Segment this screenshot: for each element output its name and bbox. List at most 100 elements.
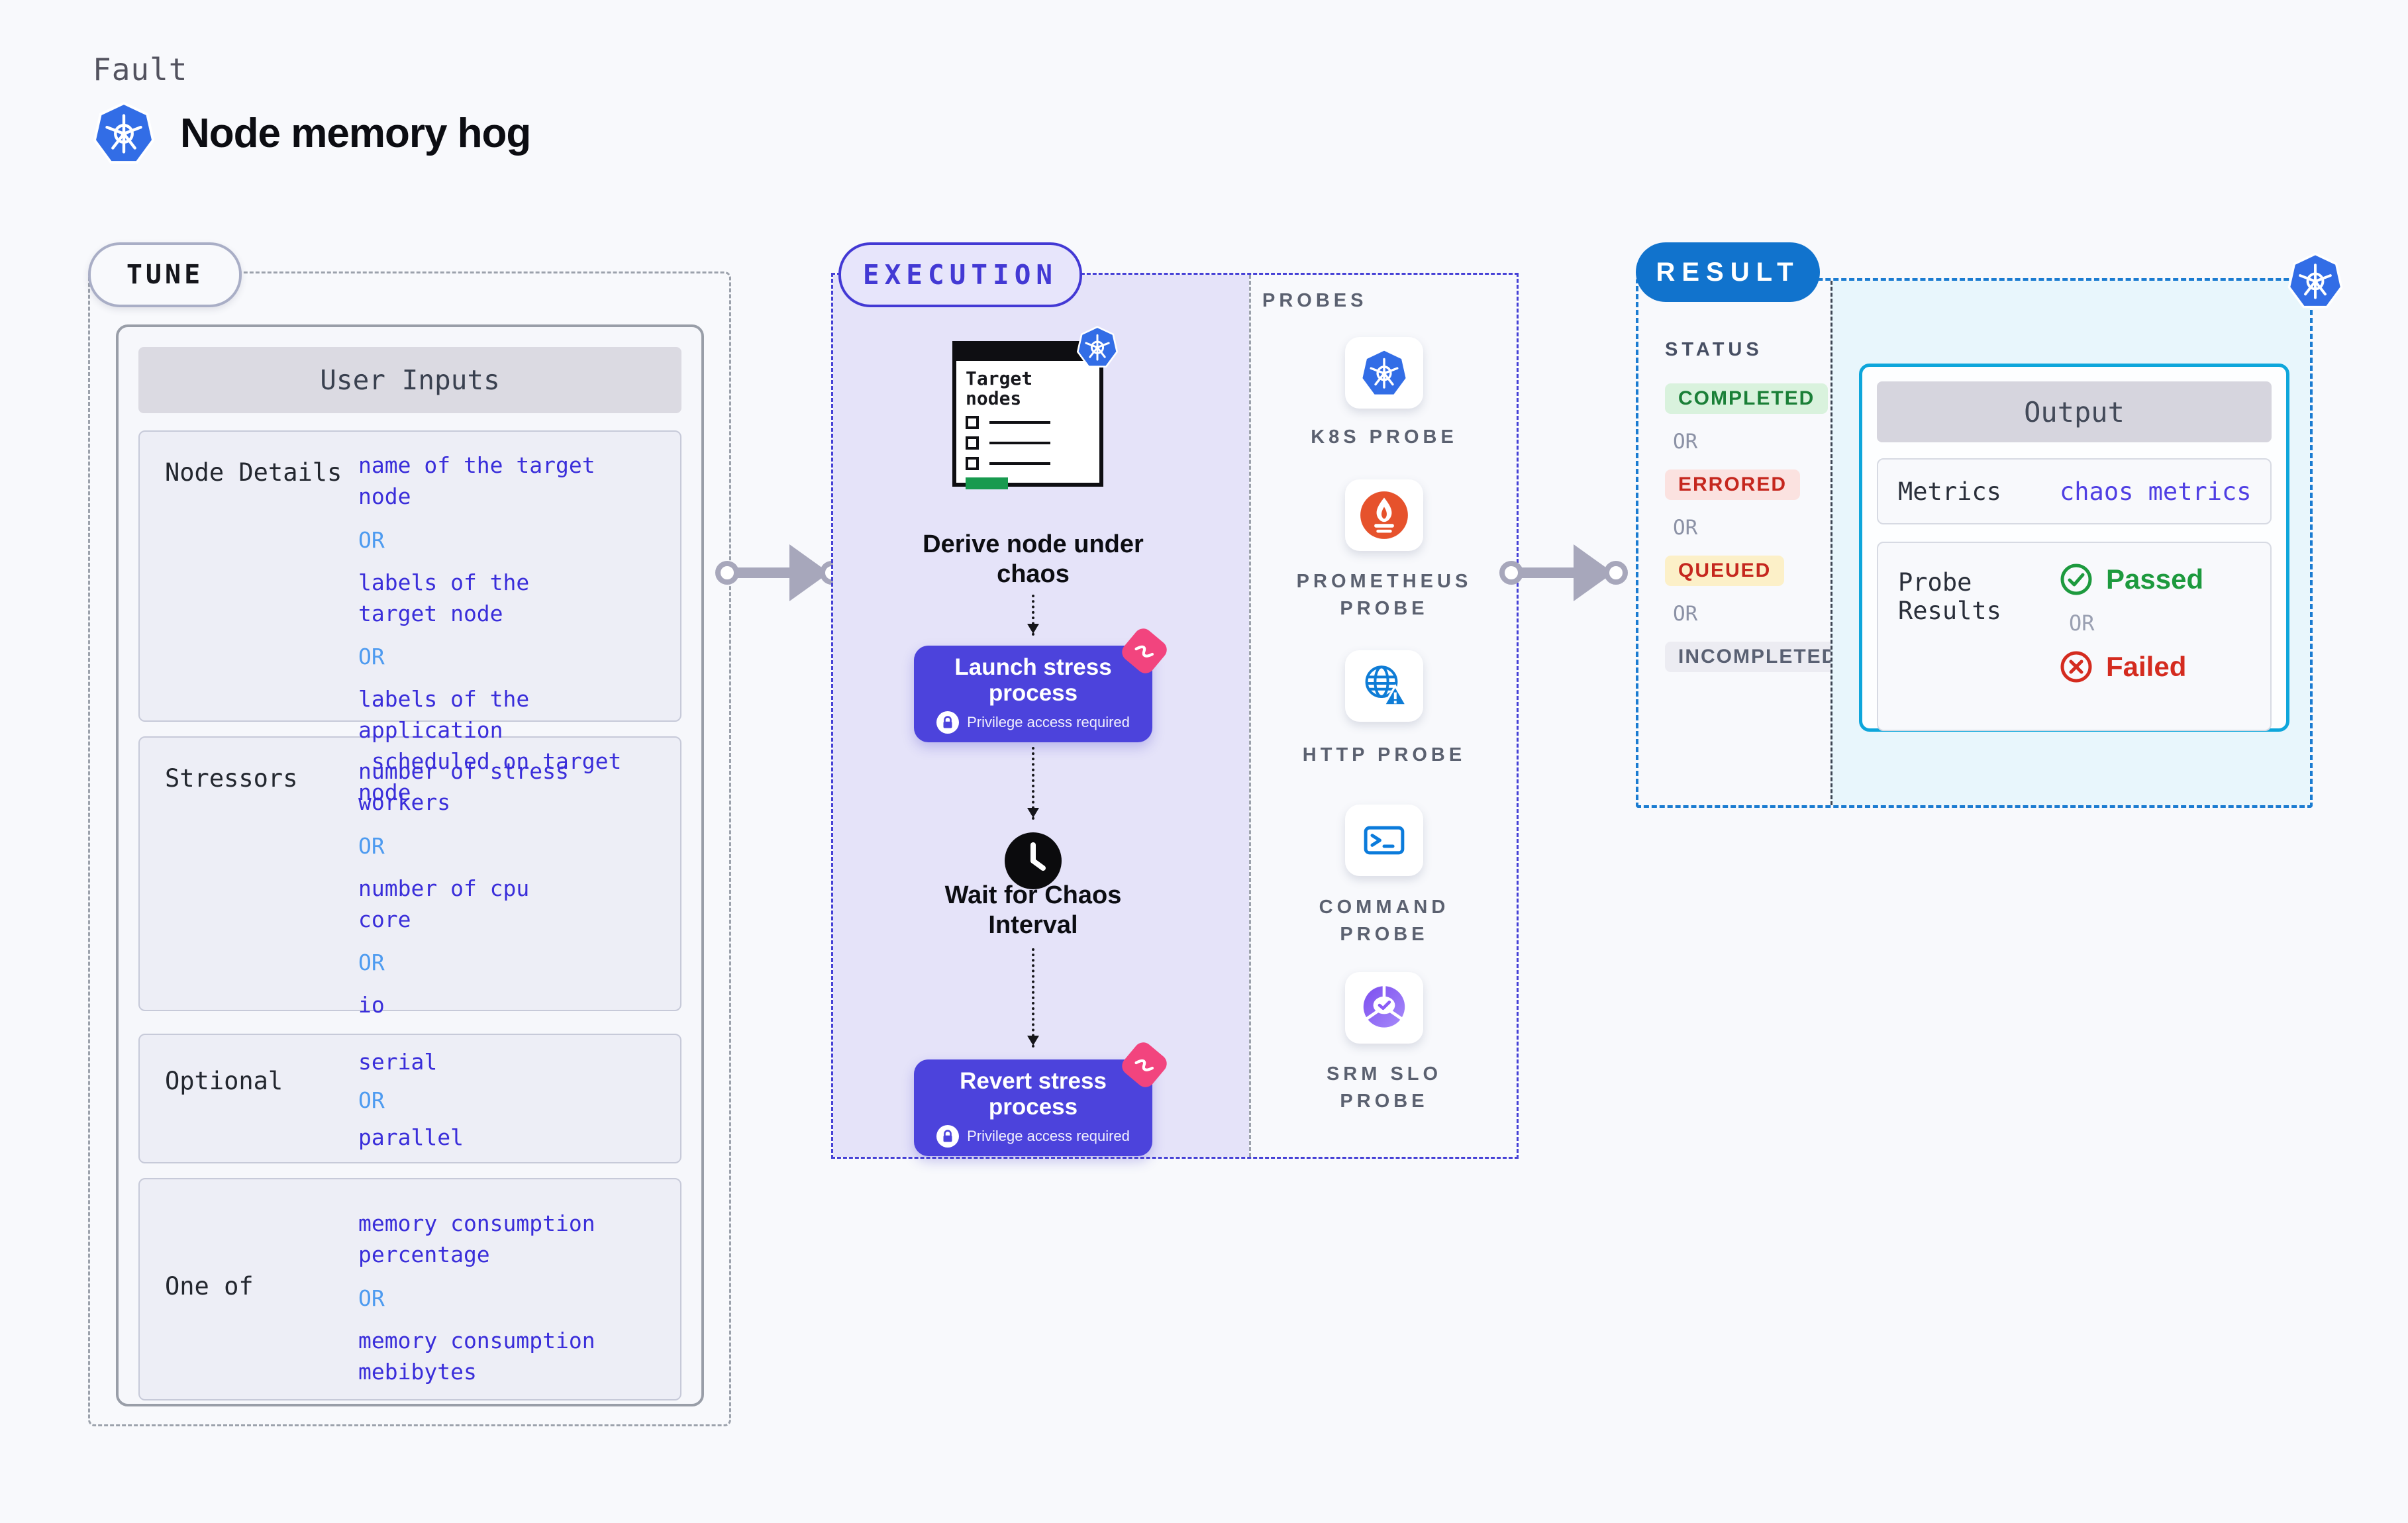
input-option: number of cpu core	[358, 875, 530, 932]
flow-arrow-tune-to-execution	[715, 544, 844, 601]
flow-connector	[1027, 747, 1039, 820]
row-label: Stressors	[165, 764, 298, 793]
fault-eyebrow: Fault	[93, 52, 188, 87]
probe-card-k8s	[1345, 337, 1423, 409]
probe-label: K8S PROBE	[1311, 426, 1458, 448]
terminal-icon	[1357, 813, 1411, 867]
check-circle-icon	[2060, 564, 2092, 595]
node-line	[989, 462, 1050, 466]
lock-icon	[936, 711, 960, 734]
or-separator: OR	[358, 1087, 385, 1113]
probe-label: SRM SLO PROBE	[1326, 1063, 1442, 1112]
or-separator: OR	[358, 832, 385, 859]
checkbox-icon	[966, 436, 979, 450]
metrics-value: chaos metrics	[2060, 477, 2252, 506]
row-label: One of	[165, 1272, 254, 1301]
status-badge-errored: ERRORED	[1665, 469, 1801, 500]
checkbox-icon	[966, 416, 979, 430]
or-separator: OR	[358, 1285, 385, 1311]
page-title-row: Node memory hog	[91, 101, 531, 166]
output-header: Output	[1877, 381, 2272, 442]
status-badge-completed: COMPLETED	[1665, 383, 1829, 414]
status-badge-incompleted: INCOMPLETED	[1665, 642, 1851, 672]
prometheus-icon	[1358, 489, 1410, 541]
input-option: labels of the target node	[358, 569, 530, 626]
node-checkbox-row	[966, 457, 1090, 471]
or-separator: OR	[358, 526, 385, 553]
target-nodes-window: Target nodes	[952, 341, 1103, 490]
input-option: io	[358, 992, 385, 1018]
node-line	[989, 421, 1050, 424]
input-option: name of the target node	[358, 452, 595, 509]
result-section-box: STATUS COMPLETED OR ERRORED OR QUEUED OR…	[1636, 278, 2313, 808]
privilege-note: Privilege access required	[967, 1128, 1130, 1145]
tune-section-box	[88, 271, 731, 1426]
probe-results-row: Probe Results Passed OR	[1877, 542, 2272, 731]
metrics-row: Metrics chaos metrics	[1877, 458, 2272, 524]
or-separator: OR	[1673, 430, 1698, 454]
wait-chaos-caption: Wait for Chaos Interval	[944, 881, 1122, 939]
user-inputs-header: User Inputs	[138, 347, 681, 413]
flow-connector	[1027, 595, 1039, 636]
launch-label: Launch stress process	[954, 654, 1112, 706]
selected-node-bar	[966, 477, 1008, 490]
probe-card-prometheus	[1345, 479, 1423, 551]
flow-connector	[1027, 948, 1039, 1048]
node-checkbox-row	[966, 436, 1090, 450]
passed-label: Passed	[2106, 564, 2204, 595]
status-badge-queued: QUEUED	[1665, 556, 1785, 586]
input-option: number of stress workers	[358, 758, 569, 815]
probe-label: HTTP PROBE	[1302, 744, 1466, 765]
window-title-bar	[956, 345, 1099, 361]
user-input-row-node-details: Node Details name of the target node OR …	[138, 430, 681, 805]
input-option: serial	[358, 1049, 438, 1075]
input-option: memory consumption mebibytes	[358, 1327, 595, 1385]
or-separator: OR	[1673, 602, 1698, 626]
input-option: parallel	[358, 1124, 464, 1150]
page-title: Node memory hog	[180, 110, 531, 156]
user-input-row-one-of: One of memory consumption percentage OR …	[138, 1178, 681, 1400]
probes-title: PROBES	[1262, 290, 1368, 311]
probe-card-http	[1345, 650, 1423, 722]
user-input-row-stressors: Stressors number of stress workers OR nu…	[138, 736, 681, 1018]
input-option: memory consumption percentage	[358, 1210, 595, 1267]
result-tag: RESULT	[1636, 242, 1820, 302]
or-separator: OR	[2069, 611, 2095, 636]
metrics-label: Metrics	[1898, 477, 2001, 506]
probe-card-command	[1345, 805, 1423, 876]
probe-card-srm-slo	[1345, 972, 1423, 1044]
output-card: Output Metrics chaos metrics Probe Resul…	[1859, 364, 2289, 732]
lock-icon	[936, 1125, 960, 1148]
node-line	[989, 442, 1050, 445]
result-status-panel: STATUS COMPLETED OR ERRORED OR QUEUED OR…	[1638, 281, 1851, 805]
derive-node-caption: Derive node under chaos	[923, 530, 1144, 588]
kubernetes-icon	[1359, 348, 1409, 398]
x-circle-icon	[2060, 651, 2092, 683]
execution-tag: EXECUTION	[838, 242, 1082, 307]
row-label: Optional	[165, 1067, 283, 1095]
node-checkbox-row	[966, 416, 1090, 430]
kubernetes-icon	[2286, 252, 2344, 310]
result-output-panel: Output Metrics chaos metrics Probe Resul…	[1831, 281, 2310, 805]
slo-pie-icon	[1358, 982, 1410, 1034]
or-separator: OR	[1673, 516, 1698, 540]
probe-label: PROMETHEUS PROBE	[1296, 571, 1472, 619]
launch-stress-process-node: Launch stress process Privilege access r…	[914, 624, 1171, 742]
or-separator: OR	[358, 644, 385, 670]
or-separator: OR	[358, 950, 385, 976]
checkbox-icon	[966, 457, 979, 471]
window-title: Target nodes	[966, 368, 1033, 410]
clock-icon	[1005, 832, 1062, 889]
user-inputs-card: User Inputs Node Details name of the tar…	[116, 324, 704, 1406]
failed-label: Failed	[2106, 651, 2187, 682]
flow-arrow-execution-to-result	[1499, 544, 1628, 601]
probe-label: COMMAND PROBE	[1319, 897, 1450, 945]
http-globe-icon	[1358, 660, 1411, 712]
revert-stress-process-node: Revert stress process Privilege access r…	[914, 1038, 1171, 1156]
input-option: labels of the application scheduled on t…	[358, 686, 622, 806]
tune-tag: TUNE	[88, 242, 242, 307]
status-title: STATUS	[1665, 339, 1763, 360]
probe-results-label: Probe Results	[1898, 568, 2001, 625]
user-input-row-optional: Optional serial OR parallel	[138, 1034, 681, 1163]
